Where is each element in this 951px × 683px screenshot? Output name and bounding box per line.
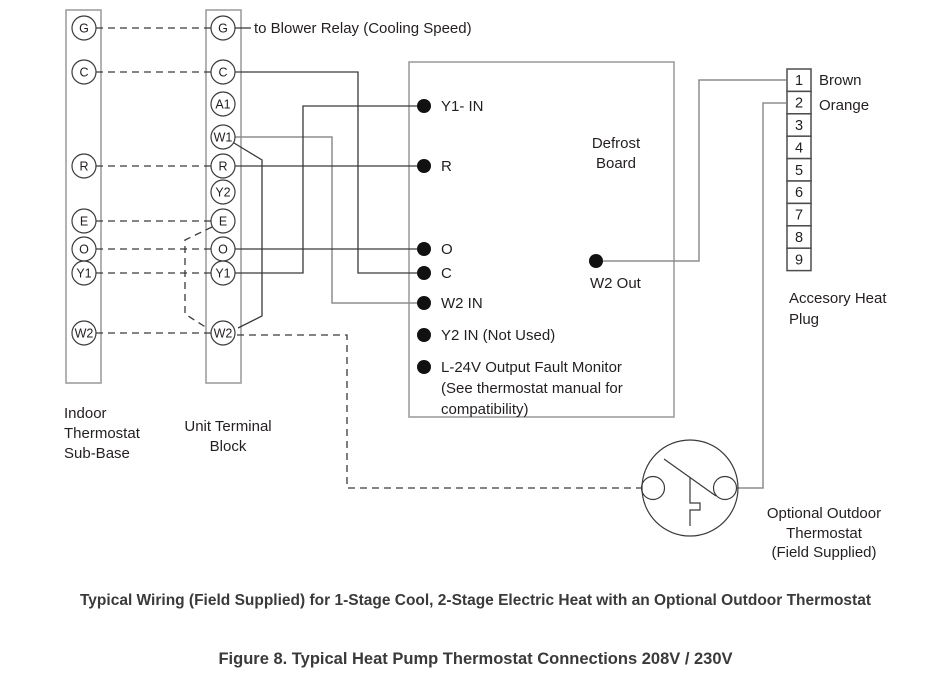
- defrost-terminal-l-dot: [417, 360, 431, 374]
- defrost-terminal-r-dot: [417, 159, 431, 173]
- outdoor-thermostat-label-line1: Optional Outdoor: [767, 505, 881, 522]
- outdoor-thermostat-label-line3: (Field Supplied): [771, 544, 876, 561]
- svg-text:4: 4: [795, 140, 803, 156]
- subbase-label-line2: Thermostat: [64, 425, 141, 442]
- defrost-terminal-y1in-label: Y1- IN: [441, 98, 484, 115]
- svg-text:9: 9: [795, 252, 803, 268]
- defrost-terminal-w2in-label: W2 IN: [441, 295, 483, 312]
- subbase-terminal-c: C: [71, 59, 97, 85]
- defrost-terminal-r-label: R: [441, 158, 452, 175]
- wiring-note-caption: Typical Wiring (Field Supplied) for 1-St…: [79, 592, 871, 609]
- wire-c-to-defrost-c: [235, 71, 417, 274]
- block-terminal-y1: Y1: [210, 260, 236, 286]
- subbase-terminal-g: G: [71, 15, 97, 41]
- defrost-terminal-c-dot: [417, 266, 431, 280]
- defrost-terminal-w2out-label: W2 Out: [590, 275, 642, 292]
- defrost-terminal-l-label: L-24V Output Fault Monitor: [441, 359, 622, 376]
- defrost-terminal-y1in-dot: [417, 99, 431, 113]
- svg-text:A1: A1: [215, 98, 230, 112]
- subbase-terminal-w2: W2: [71, 320, 97, 346]
- svg-text:E: E: [80, 215, 88, 229]
- subbase-terminal-r: R: [71, 153, 97, 179]
- wire-jumper-w1-w2: [233, 142, 263, 329]
- indoor-thermostat-subbase-outline: [65, 9, 102, 384]
- block-terminal-w2: W2: [210, 320, 236, 346]
- subbase-label-line1: Indoor: [64, 405, 107, 422]
- block-terminal-w1: W1: [210, 124, 236, 150]
- wire-w1-to-defrost-w2in: [235, 136, 417, 304]
- svg-text:1: 1: [795, 73, 803, 89]
- defrost-terminal-y2in-label: Y2 IN (Not Used): [441, 327, 555, 344]
- defrost-board-outline: [408, 61, 675, 418]
- outdoor-thermostat-symbol: [640, 439, 739, 537]
- outdoor-thermostat-sensor-element: [689, 477, 701, 526]
- subbase-terminal-e: E: [71, 208, 97, 234]
- svg-text:G: G: [218, 22, 228, 36]
- defrost-terminal-l-note-line1: (See thermostat manual for: [441, 380, 623, 397]
- block-terminal-y2: Y2: [210, 179, 236, 205]
- wire-y1-to-defrost-y1in: [235, 105, 417, 274]
- svg-text:W1: W1: [214, 131, 233, 145]
- heat-plug-label-line1: Accesory Heat: [789, 290, 887, 307]
- outdoor-thermostat-label-line2: Thermostat: [786, 525, 863, 542]
- defrost-terminal-o-dot: [417, 242, 431, 256]
- wire-w2out-to-plug-pin1: [603, 79, 786, 262]
- defrost-board-title-line1: Defrost: [592, 135, 641, 152]
- subbase-label-line3: Sub-Base: [64, 445, 130, 462]
- defrost-terminal-y2in-dot: [417, 328, 431, 342]
- svg-text:Y1: Y1: [76, 267, 91, 281]
- defrost-terminal-c-label: C: [441, 265, 452, 282]
- svg-text:8: 8: [795, 230, 803, 246]
- wiring-diagram: G C R E O Y1 W2 G C A1 W1: [64, 9, 887, 561]
- block-terminal-a1: A1: [210, 91, 236, 117]
- plug-pin2-wire-color: Orange: [819, 97, 869, 114]
- svg-text:O: O: [218, 243, 228, 257]
- terminal-block-label-line1: Unit Terminal: [184, 418, 271, 435]
- plug-pin1-wire-color: Brown: [819, 72, 862, 89]
- blower-relay-note: to Blower Relay (Cooling Speed): [254, 20, 472, 37]
- svg-text:W2: W2: [75, 327, 94, 341]
- svg-text:7: 7: [795, 208, 803, 224]
- outdoor-thermostat-left-terminal: [640, 475, 666, 501]
- terminal-block-label-line2: Block: [210, 438, 247, 455]
- svg-text:C: C: [79, 66, 88, 80]
- defrost-terminal-l-note-line2: compatibility): [441, 401, 529, 418]
- plug-pin-9-box: [786, 247, 812, 272]
- svg-text:E: E: [219, 215, 227, 229]
- heat-plug-label-line2: Plug: [789, 311, 819, 328]
- wire-w2-to-outdoor-tstat: [237, 334, 641, 489]
- defrost-terminal-o-label: O: [441, 241, 453, 258]
- block-terminal-e: E: [210, 208, 236, 234]
- svg-text:5: 5: [795, 163, 803, 179]
- figure-title: Figure 8. Typical Heat Pump Thermostat C…: [218, 650, 733, 668]
- svg-text:6: 6: [795, 185, 803, 201]
- svg-text:Y2: Y2: [215, 186, 230, 200]
- svg-text:3: 3: [795, 118, 803, 134]
- svg-text:R: R: [79, 160, 88, 174]
- outdoor-thermostat-right-terminal: [712, 475, 738, 501]
- unit-terminal-block-outline: [205, 9, 242, 384]
- svg-text:G: G: [79, 22, 89, 36]
- svg-text:2: 2: [795, 96, 803, 112]
- defrost-board-title-line2: Board: [596, 155, 636, 172]
- svg-text:O: O: [79, 243, 89, 257]
- block-terminal-c: C: [210, 59, 236, 85]
- svg-text:W2: W2: [214, 327, 233, 341]
- defrost-terminal-w2out-dot: [589, 254, 603, 268]
- subbase-terminal-y1: Y1: [71, 260, 97, 286]
- block-terminal-r: R: [210, 153, 236, 179]
- svg-text:C: C: [218, 66, 227, 80]
- wire-plug-pin2-to-outdoor-tstat: [737, 102, 786, 489]
- block-terminal-o: O: [210, 236, 236, 262]
- subbase-terminal-o: O: [71, 236, 97, 262]
- svg-text:R: R: [218, 160, 227, 174]
- accessory-heat-plug: 1 2 3 4 5 6 7 8 9: [786, 68, 812, 272]
- block-terminal-g: G: [210, 15, 236, 41]
- svg-text:Y1: Y1: [215, 267, 230, 281]
- wire-jumper-e-w2-dashed: [184, 226, 213, 329]
- defrost-terminal-w2in-dot: [417, 296, 431, 310]
